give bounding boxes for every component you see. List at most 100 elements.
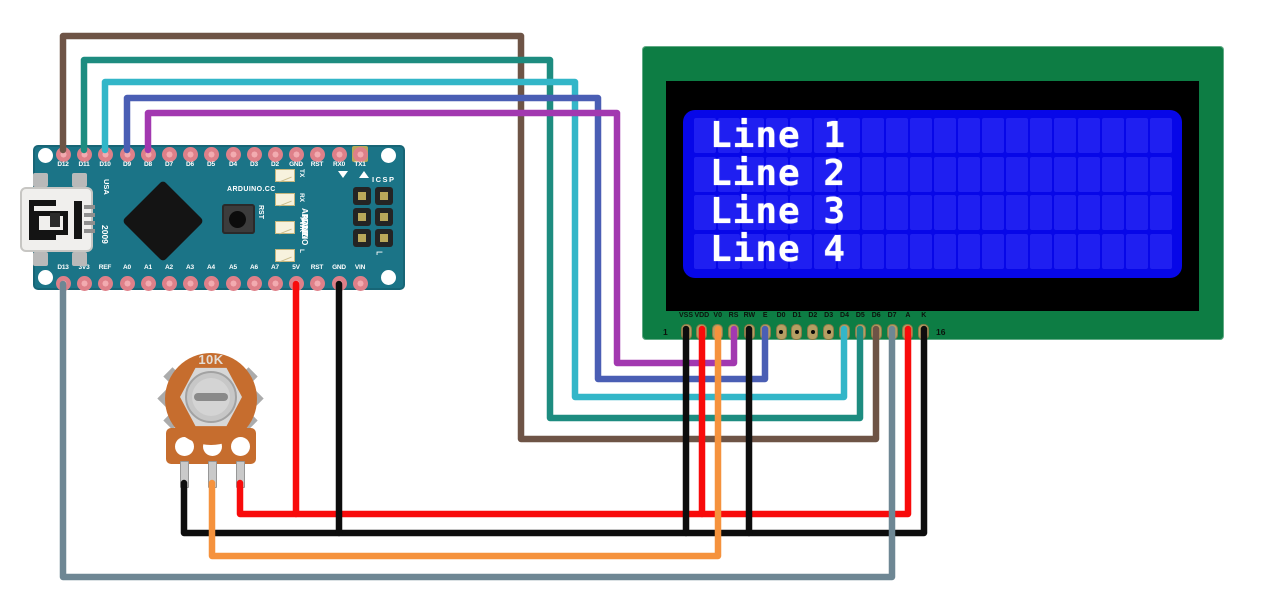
nano-pin-pad-a0 [119,275,135,291]
silk-arduino-cc: ARDUINO.CC [227,186,276,193]
led-label-rx: RX [298,193,305,203]
lcd-char-cell [982,195,1004,230]
icsp-pin [375,208,393,226]
lcd-pin-pad-d5 [854,324,866,340]
lcd-char-cell [1054,156,1076,192]
brand-version: V3.0 [300,218,309,236]
lcd-pin-label: RS [728,312,739,319]
nano-pin-label: A2 [165,264,173,271]
lcd-char-cell [1126,118,1148,153]
lcd-char-cell [958,118,980,153]
lcd-text-line: Line 3 [710,191,847,232]
nano-pin-label: A4 [207,264,215,271]
nano-pin-pad-d5 [203,146,219,162]
lcd-char-cell [1126,156,1148,192]
lcd-char-cell [1054,118,1076,153]
lcd-char-cell [1030,195,1052,230]
usb-detail [29,200,34,240]
usb-contact [84,221,95,225]
nano-pin-pad-a6 [246,275,262,291]
lcd-char-cell [1006,156,1028,192]
lcd-pin-label: RW [743,312,756,319]
nano-pin-pad-d3 [246,146,262,162]
nano-pin-label: GND [289,161,303,168]
nano-pin-pad-d6 [182,146,198,162]
lcd-pin-pad-d3 [823,324,835,340]
icsp-pin [353,208,371,226]
lcd-pin-label: A [905,312,911,319]
lcd-pin-pad-d7 [886,324,898,340]
wire-wiper-v0 [208,325,722,560]
nano-pin-label: VIN [354,264,366,271]
nano-pin-label: A1 [144,264,152,271]
usb-solder-tab [72,173,87,187]
lcd-char-cell [1102,118,1124,153]
lcd-text-line: Line 2 [710,153,847,194]
usb-detail [50,213,60,227]
lcd-char-cell [862,195,884,230]
lcd-char-cell [1030,233,1052,269]
nano-pin-label: D11 [78,161,90,168]
nano-pin-label: RST [310,161,324,168]
nano-pin-pad-d4 [225,146,241,162]
lcd-char-cell [1078,118,1100,153]
lcd-char-cell [910,156,932,192]
lcd-char-cell [886,195,908,230]
lcd-pin-number-16: 16 [936,327,946,337]
lcd-pin-pad-rs [728,324,740,340]
pot-terminal-hole [230,437,250,456]
nano-pin-label: D4 [229,161,237,168]
nano-pin-pad-rx0 [331,146,347,162]
nano-pin-label: A3 [186,264,194,271]
nano-pin-pad-a7 [267,275,283,291]
lcd-char-cell [1054,233,1076,269]
nano-pin-label: D10 [99,161,111,168]
icsp-pin [353,229,371,247]
lcd-char-cell [1006,118,1028,153]
lcd-pin-label: V0 [713,312,722,319]
lcd-pin-pad-d2 [807,324,819,340]
lcd-pin-label: VDD [694,312,710,319]
lcd-char-cell [958,195,980,230]
lcd-char-cell [982,118,1004,153]
nano-pin-pad-gnd [331,275,347,291]
mounting-hole [381,148,396,163]
nano-pin-pad-3v3 [76,275,92,291]
nano-pin-pad-a4 [203,275,219,291]
lcd-char-cell [934,195,956,230]
lcd-pin-label: D1 [792,312,802,319]
lcd-char-cell [1030,156,1052,192]
lcd-char-cell [886,118,908,153]
nano-pin-pad-a5 [225,275,241,291]
wire-gnd-rail [180,325,928,537]
lcd-pin-pad-rw [743,324,755,340]
nano-pin-pad-vin [352,275,368,291]
nano-pin-pad-d12 [55,146,71,162]
lcd-char-cell [910,233,932,269]
lcd-char-cell [886,156,908,192]
nano-pin-label: RX0 [332,161,346,168]
lcd-char-cell [1126,233,1148,269]
lcd-pin-pad-d6 [870,324,882,340]
led-label-l: L [298,249,305,253]
lcd-char-cell [958,156,980,192]
nano-pin-label: D8 [144,161,152,168]
lcd-char-cell [1054,195,1076,230]
nano-pin-label: D6 [186,161,194,168]
lcd-char-cell [862,118,884,153]
usb-contact [84,205,95,209]
lcd-pin-label: D2 [808,312,818,319]
rx0-arrow-icon [338,171,348,178]
wire-5v-rail [236,325,912,518]
nano-pin-label: A0 [123,264,131,271]
nano-pin-pad-d8 [140,146,156,162]
lcd-char-cell [1150,156,1172,192]
icsp-pin1-mark: ⌐ [376,245,384,259]
nano-pin-label: RST [310,264,324,271]
icsp-pin [375,187,393,205]
lcd-char-cell [958,233,980,269]
